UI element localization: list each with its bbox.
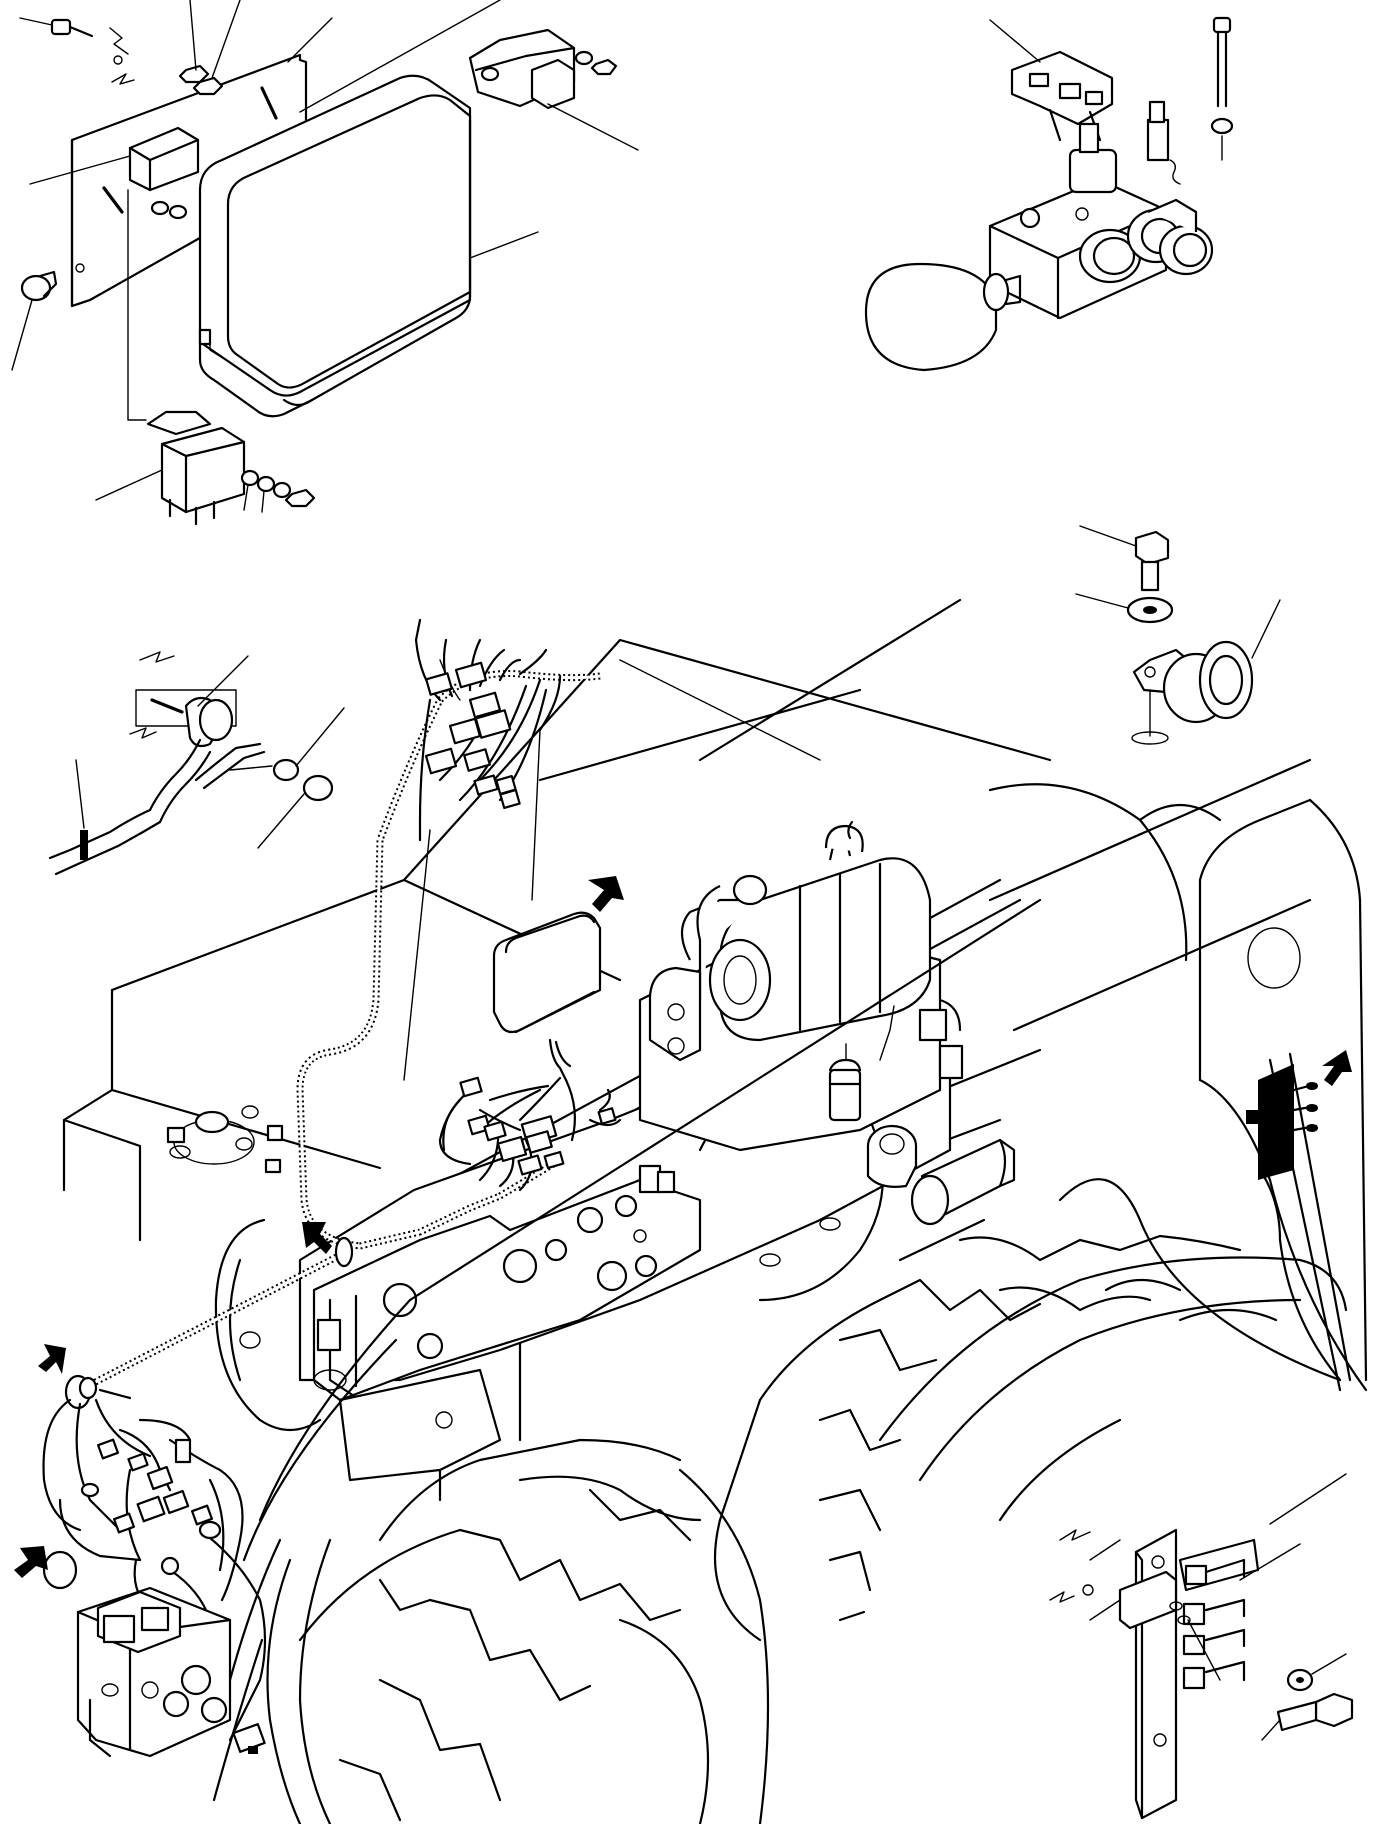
controller-box-installed [492, 911, 602, 1082]
washer-icon [1286, 1653, 1347, 1692]
relay-large [95, 410, 246, 526]
solenoid-coils [1078, 198, 1214, 284]
terminal-bracket [989, 19, 1114, 126]
black-arrow-icon [14, 876, 1352, 1578]
controller-assembly [11, 0, 639, 526]
solenoid-valve-assembly [864, 16, 1234, 372]
accumulator-ball [864, 262, 1022, 372]
drive-shaft [898, 1138, 1016, 1262]
washer-icon [1075, 593, 1174, 624]
fuel-filter [828, 1005, 964, 1122]
knob-screw [11, 270, 58, 371]
long-bolt [1210, 16, 1234, 161]
bolt-icon [1261, 1692, 1354, 1741]
mounting-bracket [70, 53, 308, 308]
air-cleaner [708, 820, 932, 1042]
rear-tire [713, 1234, 1348, 1642]
break-line-icon [109, 27, 135, 85]
solenoid-top [1068, 100, 1181, 194]
valve-body [988, 178, 1168, 320]
terminal-bracket [1118, 1538, 1301, 1690]
lower-valve-assembly [42, 1374, 267, 1758]
grommet [1132, 599, 1281, 724]
cable-clamp-assembly [48, 651, 345, 876]
relay-block-right [1246, 1064, 1342, 1382]
nut-icon [574, 50, 618, 76]
front-tire [266, 1438, 770, 1824]
break-line-icon [1049, 1529, 1091, 1603]
cable-tie [75, 759, 88, 860]
terminal-washers [240, 469, 316, 513]
connector-cluster-middle [438, 1076, 622, 1192]
grommet-assembly [1075, 525, 1281, 745]
break-line-icon [129, 651, 175, 739]
connector-cluster-top [424, 661, 521, 810]
bolt-icon [1079, 525, 1170, 592]
oil-filter [866, 1124, 918, 1188]
bolt-icon [19, 17, 94, 38]
controller-box [198, 74, 472, 418]
relay-flat [468, 28, 639, 151]
nut-icon [178, 0, 241, 96]
engine [638, 820, 964, 1188]
relay-small [29, 126, 200, 192]
terminal-block-assembly [1049, 1473, 1354, 1820]
